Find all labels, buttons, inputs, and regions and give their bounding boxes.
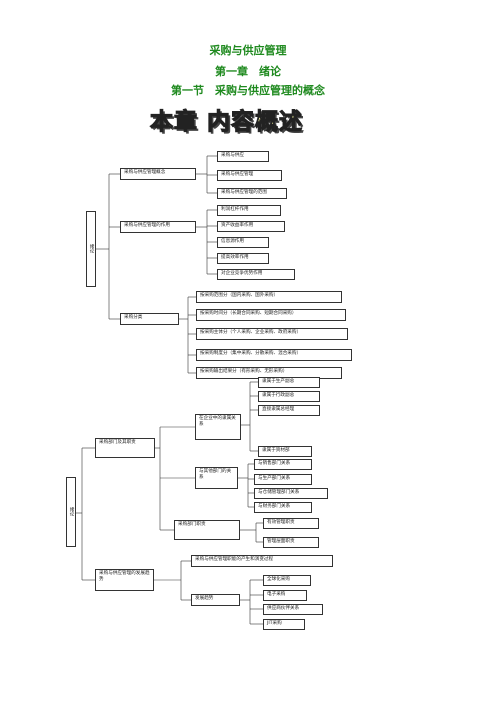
tree1-b3-item: 按采购时间分（长期合同采购、短期合同采购） [196, 309, 346, 321]
tree2-b1-g1-item: 隶属于资材部 [258, 446, 312, 457]
tree2-b1-g1-item: 直接隶属总经理 [258, 405, 320, 416]
tree1-b2-item: 提高效率作用 [217, 253, 269, 264]
section-title: 第一节 采购与供应管理的概念 [171, 84, 325, 97]
tree2-root: 绪论 [66, 477, 76, 547]
tree2-b1-g2-item: 与财务部门关系 [254, 502, 312, 513]
tree2-b1-g2-item: 与销售部门关系 [254, 459, 312, 470]
tree1-b3-item: 按采购制度分（集中采购、分散采购、混合采购） [196, 349, 352, 361]
tree2-b1-g2-label: 与其他部门的关系 [195, 467, 238, 489]
tree1-b1-item: 采购与供应管理 [217, 170, 282, 181]
tree2-b1-g1-label: 在企业中的隶属关系 [195, 414, 241, 440]
tree1-b2-label: 采购与供应管理的作用 [120, 221, 196, 233]
tree2-b1-g1-item: 隶属于生产副总 [258, 377, 320, 388]
tree2-b2-g-label: 发展趋势 [191, 594, 240, 606]
tree1-b3-item: 按采购主体分（个人采购、企业采购、政府采购） [196, 328, 348, 340]
tree1-b1-label: 采购与供应管理概念 [120, 168, 196, 180]
tree2-b2-g-item: 全球化采购 [263, 575, 311, 586]
tree2-b2-g-item: 电子采购 [263, 590, 307, 601]
tree2-b1-label: 采购部门及其职责 [95, 438, 155, 458]
tree2-b1-g3-item: 有效管理职责 [263, 518, 319, 529]
tree2-b2-label: 采购与供应管理的发展趋势 [95, 569, 154, 591]
tree1-b3-label: 采购分类 [120, 313, 179, 325]
tree2-b2-top: 采购与供应管理职能的产生和演变过程 [191, 555, 333, 567]
tree1-b2-item: 信息源作用 [217, 237, 269, 248]
tree2-b1-g2-item: 与生产部门关系 [254, 474, 312, 485]
chapter-title: 第一章 绪论 [215, 65, 281, 78]
tree1-root: 绪论 [86, 211, 96, 287]
tree1-b2-item: 资产收益率作用 [217, 221, 285, 232]
tree2-b1-g1-item: 隶属于行政副总 [258, 391, 320, 402]
page-title: 采购与供应管理 [209, 44, 287, 57]
tree1-b2-item: 利润杠杆作用 [217, 205, 281, 216]
tree1-b1-item: 采购与供应 [217, 151, 269, 162]
tree1-b3-item: 按采购范围分（国内采购、国外采购） [196, 291, 342, 303]
tree1-b1-item: 采购与供应管理的范围 [217, 188, 287, 199]
tree2-b1-g3-label: 采购部门职责 [174, 520, 240, 540]
tree2-b2-g-item: 供应商伙伴关系 [263, 604, 323, 615]
tree2-b1-g3-item: 管理层面职责 [263, 537, 319, 548]
chapter-overview-banner: 本章 内容概述 [149, 108, 304, 136]
tree2-b2-g-item: JIT采购 [263, 619, 305, 630]
tree1-b2-item: 对企业竞争优势作用 [217, 269, 295, 280]
tree2-b1-g2-item: 与仓储管理部门关系 [254, 488, 328, 499]
